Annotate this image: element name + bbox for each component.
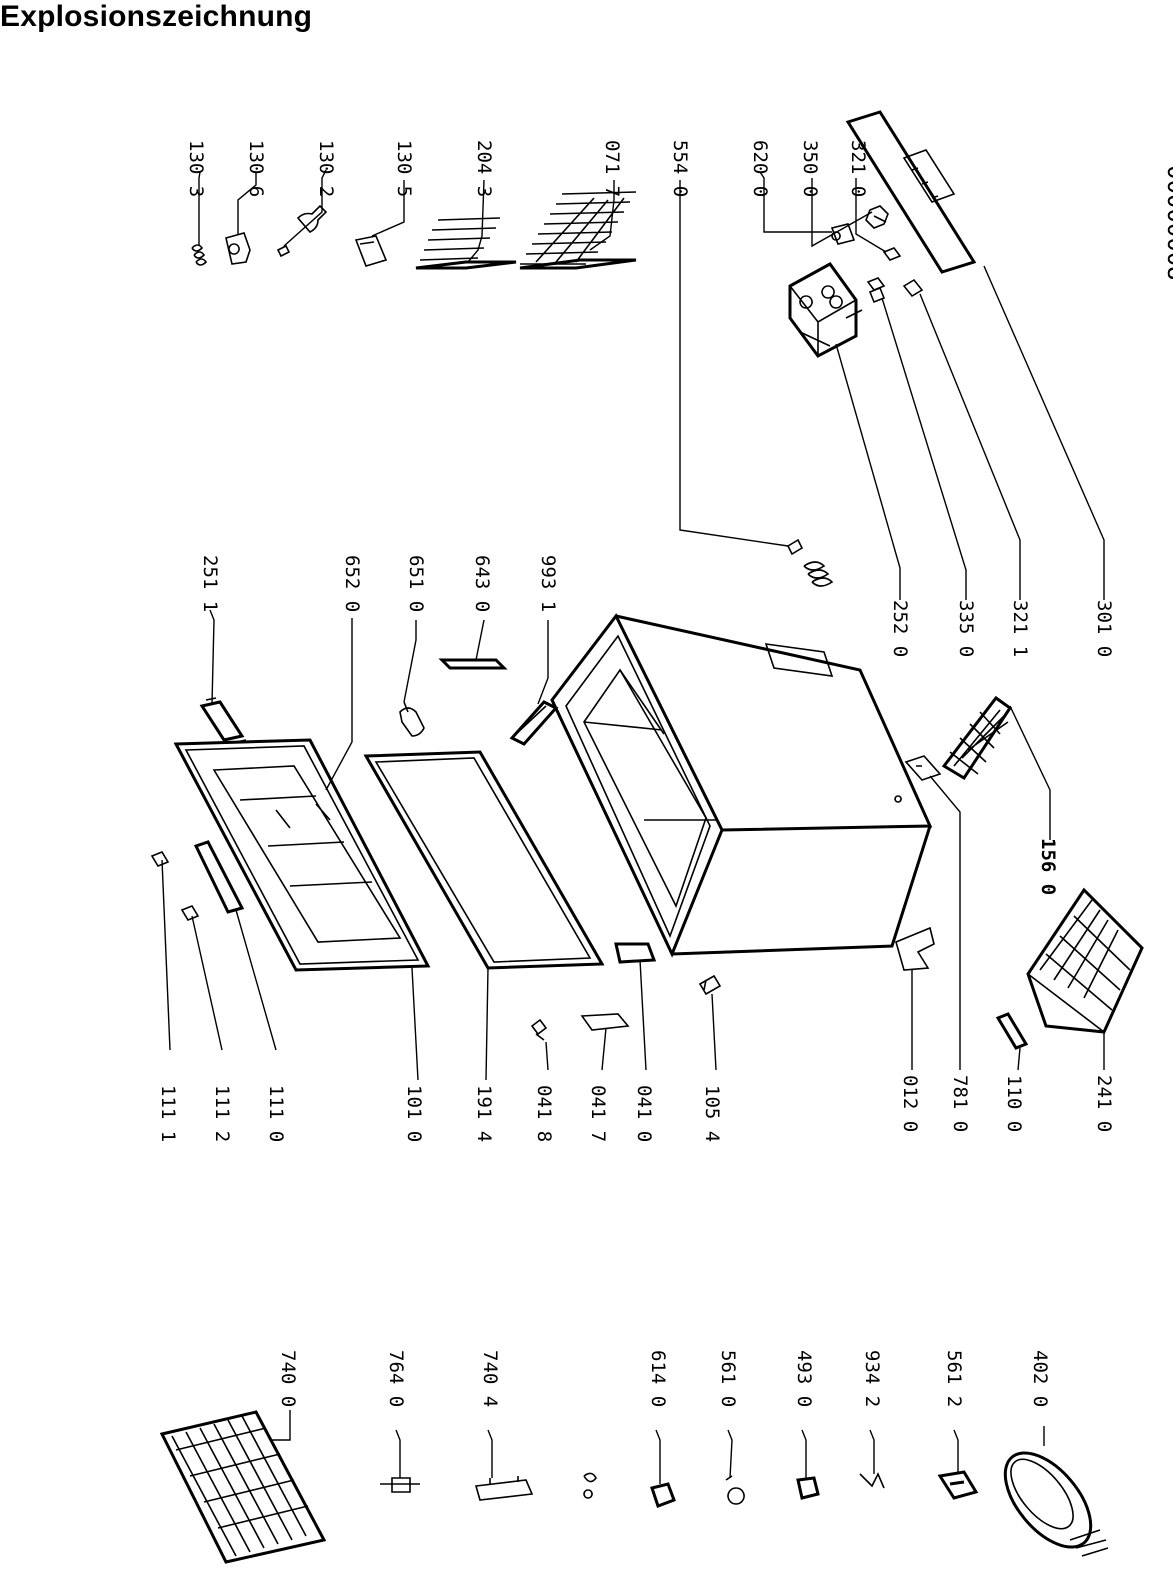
part-label-012-0: 012 0 <box>899 1075 921 1132</box>
part-251-1-handle-icon <box>199 609 247 743</box>
part-labels: 130 3 130 6 130 2 130 5 204 3 071 7 554 0 620 0… <box>157 140 1115 1407</box>
part-041-8-clip-icon <box>530 1018 549 1071</box>
part-111-2-cap-icon <box>180 905 223 1051</box>
part-934-2-wire-icon <box>859 1429 885 1489</box>
part-651-0-lamp-icon <box>399 620 425 737</box>
part-130-6-bracket-icon <box>225 172 257 265</box>
part-label-643-0: 643 0 <box>471 555 493 612</box>
part-label-493-0: 493 0 <box>793 1350 815 1407</box>
part-label-110-0: 110 0 <box>1003 1075 1025 1132</box>
part-label-204-3: 204 3 <box>473 140 495 197</box>
pipe-loop-icon <box>583 1472 597 1499</box>
part-241-0-basket-icon <box>1026 887 1144 1070</box>
part-label-241-0: 241 0 <box>1093 1075 1115 1132</box>
part-label-101-0: 101 0 <box>403 1085 425 1142</box>
part-label-191-4: 191 4 <box>473 1085 495 1142</box>
part-493-0-capacitor-icon <box>796 1429 820 1500</box>
part-label-105-4: 105 4 <box>701 1085 723 1142</box>
part-301-0-lead <box>983 265 1105 600</box>
part-label-251-1: 251 1 <box>199 555 221 612</box>
part-740-0-condenser-icon <box>159 1410 327 1564</box>
part-label-740-0: 740 0 <box>277 1350 299 1407</box>
part-130-5-clip-icon <box>354 180 405 267</box>
part-652-0-lead <box>325 618 353 791</box>
part-071-7-grill-icon <box>519 180 637 270</box>
drawing-code: 00000008 <box>1162 165 1173 281</box>
part-130-2-hinge-pins-icon <box>276 169 328 258</box>
part-111-1-cap-icon <box>150 851 171 1051</box>
part-label-350-0: 350 0 <box>799 140 821 197</box>
part-label-041-8: 041 8 <box>533 1085 555 1142</box>
part-label-740-4: 740 4 <box>479 1350 501 1407</box>
cabinet-body-icon <box>550 613 933 958</box>
part-643-0-strip-icon <box>438 619 508 670</box>
part-label-041-7: 041 7 <box>587 1085 609 1142</box>
part-321-1-panel-insert-icon <box>902 278 1021 600</box>
part-label-764-0: 764 0 <box>385 1350 407 1407</box>
part-993-1-duct-icon <box>509 620 559 746</box>
part-label-554-0: 554 0 <box>669 140 691 197</box>
part-label-111-2: 111 2 <box>211 1085 233 1142</box>
part-105-4-screw-icon <box>698 974 722 1071</box>
part-554-0-spring-icon <box>679 180 834 587</box>
part-764-0-drier-icon <box>380 1429 420 1493</box>
part-label-651-0: 651 0 <box>405 555 427 612</box>
part-740-4-bracket-icon <box>474 1429 534 1501</box>
part-561-0-overload-icon <box>725 1429 745 1505</box>
part-252-0-housing-icon <box>788 262 901 600</box>
part-label-071-7: 071 7 <box>601 140 623 197</box>
part-label-130-2: 130 2 <box>315 140 337 197</box>
part-label-111-0: 111 0 <box>265 1085 287 1142</box>
part-402-0-compressor-icon <box>1003 1426 1109 1557</box>
part-041-7-latch-icon <box>580 1013 630 1071</box>
part-label-111-1: 111 1 <box>157 1085 179 1142</box>
part-111-0-hinge-bar-icon <box>193 840 277 1051</box>
part-101-0-lid-icon <box>173 738 431 1081</box>
page-title: Explosionszeichnung <box>0 0 313 33</box>
part-label-321-0: 321 0 <box>847 140 869 197</box>
part-label-301-0: 301 0 <box>1093 600 1115 657</box>
part-label-620-0: 620 0 <box>749 140 771 197</box>
part-label-335-0: 335 0 <box>955 600 977 657</box>
part-label-402-0: 402 0 <box>1029 1350 1051 1407</box>
part-350-0-knob-icon <box>811 178 889 248</box>
part-label-561-2: 561 2 <box>943 1350 965 1407</box>
part-label-781-0: 781 0 <box>949 1075 971 1132</box>
part-110-0-strip-icon <box>995 1012 1029 1071</box>
part-012-0-hinge-icon <box>895 926 935 1070</box>
part-label-252-0: 252 0 <box>889 600 911 657</box>
part-041-0-lock-icon <box>614 942 657 1071</box>
part-label-993-1: 993 1 <box>537 555 559 612</box>
part-label-614-0: 614 0 <box>647 1350 669 1407</box>
part-label-130-5: 130 5 <box>393 140 415 197</box>
part-label-934-2: 934 2 <box>861 1350 883 1407</box>
part-label-652-0: 652 0 <box>341 555 363 612</box>
part-781-0-bracket-icon <box>904 755 961 1070</box>
part-614-0-relay-icon <box>650 1429 676 1508</box>
part-156-0-ice-tray-icon <box>941 695 1051 840</box>
part-label-130-6: 130 6 <box>245 140 267 197</box>
part-335-0-small-knob-icon <box>866 277 967 600</box>
part-label-561-0: 561 0 <box>717 1350 739 1407</box>
part-label-156-0: 156 0 <box>1037 838 1059 895</box>
part-130-3-screw-icon <box>191 171 208 266</box>
part-204-3-tray-icon <box>415 179 517 270</box>
part-321-0-control-panel-icon <box>845 110 977 274</box>
part-561-2-starter-icon <box>937 1429 979 1500</box>
part-label-321-1: 321 1 <box>1009 600 1031 657</box>
part-191-4-gasket-icon <box>363 750 605 1081</box>
part-label-130-3: 130 3 <box>185 140 207 197</box>
part-label-041-0: 041 0 <box>633 1085 655 1142</box>
